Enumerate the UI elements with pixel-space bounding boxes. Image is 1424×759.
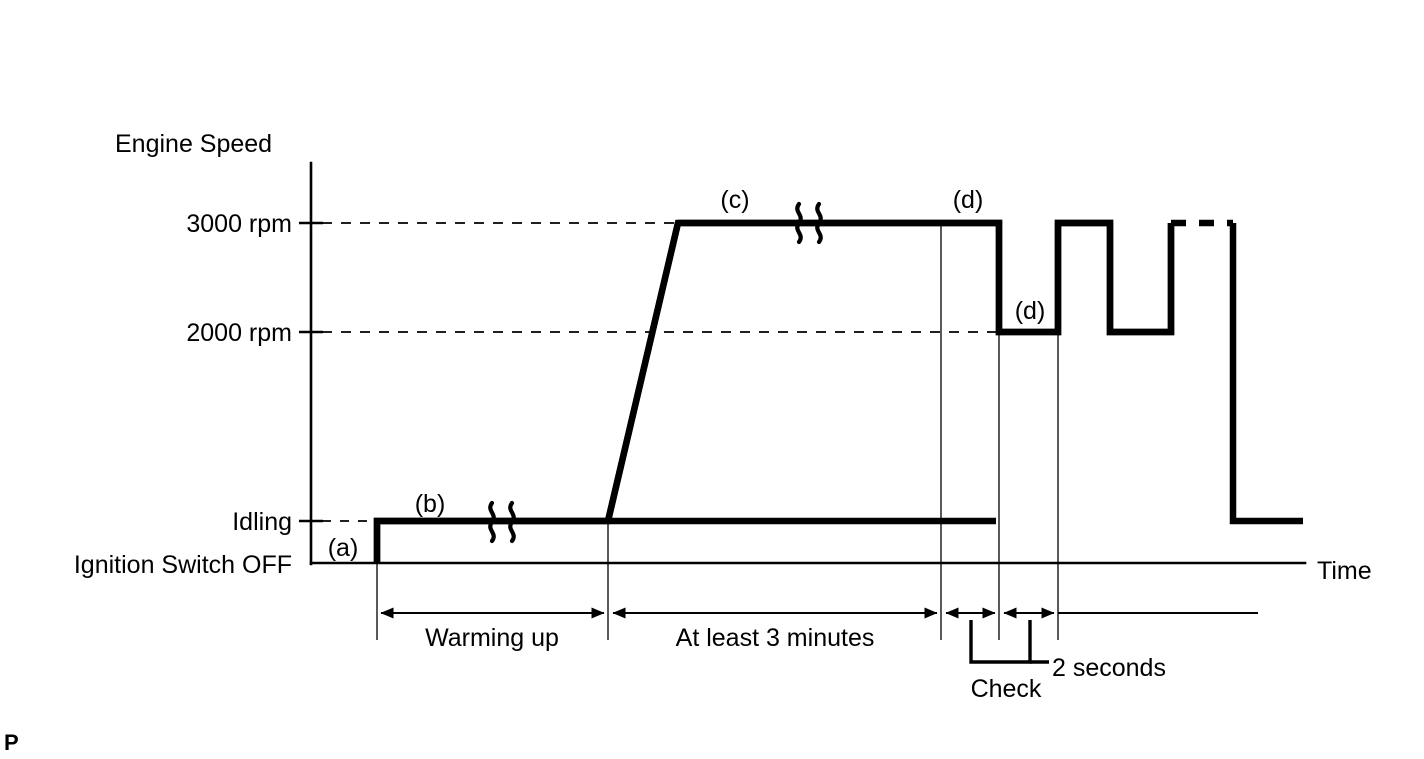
- ytick-label-ignition-off: Ignition Switch OFF: [74, 551, 292, 579]
- callout-label-a: (a): [328, 534, 359, 562]
- engine-speed-trace-main: [373, 219, 1175, 563]
- y-axis-title: Engine Speed: [115, 130, 272, 158]
- dim-label-check: Check: [971, 675, 1042, 703]
- break-mark-3000rpm: [795, 201, 823, 245]
- engine-speed-trace-start-to-plateau: [373, 219, 996, 563]
- callout-label-c: (c): [720, 186, 749, 214]
- engine-speed-trace-oscillation: [995, 219, 1175, 336]
- break-mark-idling: [488, 500, 516, 544]
- ytick-label-idling: Idling: [232, 508, 292, 536]
- dim-label-warming-up: Warming up: [425, 624, 559, 652]
- dim-label-at-least-3-minutes: At least 3 minutes: [676, 624, 875, 652]
- callout-label-b: (b): [415, 490, 446, 518]
- x-axis-title: Time: [1317, 557, 1372, 585]
- ytick-label-2000rpm: 2000 rpm: [186, 319, 292, 347]
- callout-label-d-lower: (d): [1015, 297, 1046, 325]
- check-bracket: [969, 620, 1032, 664]
- ytick-label-3000rpm: 3000 rpm: [186, 210, 292, 238]
- page-mark: P: [4, 730, 19, 755]
- callout-label-d-upper: (d): [953, 186, 984, 214]
- engine-speed-trace-return-idle: [1229, 223, 1303, 525]
- dim-label-two-seconds: 2 seconds: [1052, 654, 1166, 682]
